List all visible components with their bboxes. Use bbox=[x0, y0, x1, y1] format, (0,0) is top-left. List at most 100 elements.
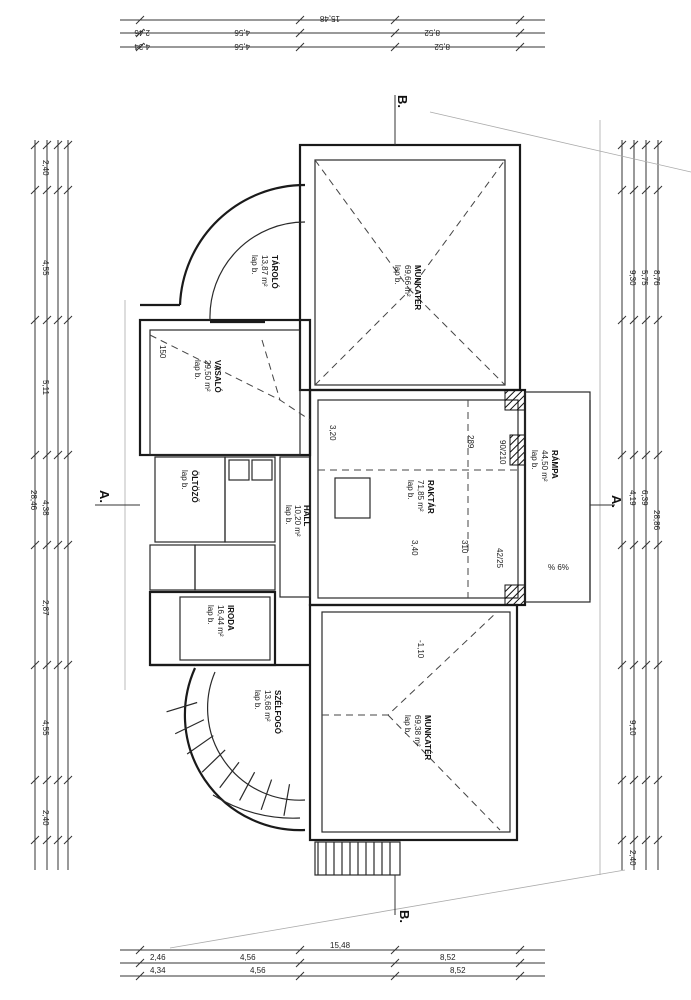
room-name: RÁMPA bbox=[550, 450, 559, 479]
dimension-label-left: 2,87 bbox=[41, 600, 50, 616]
room-area: 10,20 m² bbox=[293, 505, 302, 537]
dimension-label-top: 15,48 bbox=[319, 14, 340, 23]
section-marker-b-top: B. bbox=[395, 95, 410, 108]
dimension-tick bbox=[53, 540, 63, 550]
room-floor: lap b. bbox=[403, 715, 412, 735]
dimension-label-left: 4,55 bbox=[41, 720, 50, 736]
room-floor: lap b. bbox=[250, 255, 259, 275]
room-floor: lap b. bbox=[393, 265, 402, 285]
dimension-tick bbox=[629, 835, 639, 845]
dimension-tick bbox=[515, 945, 525, 955]
dimension-tick bbox=[42, 450, 52, 460]
room-name: MUNKATÉR bbox=[423, 715, 432, 760]
height-label: 289 bbox=[466, 435, 475, 449]
room-floor: lap b. bbox=[206, 605, 215, 625]
room-munkater-lower: MUNKATÉR 69,38 m² lap b. -1,10 bbox=[308, 603, 519, 842]
dimension-tick bbox=[295, 971, 305, 981]
curved-stair-step bbox=[219, 761, 240, 789]
dimension-tick bbox=[30, 660, 40, 670]
room-area: 13,87 m² bbox=[260, 255, 269, 287]
dimension-tick bbox=[629, 540, 639, 550]
dimension-tick bbox=[53, 140, 63, 150]
dimension-tick bbox=[390, 945, 400, 955]
room-tarolo: TÁROLÓ 13,87 m² lap b. bbox=[140, 183, 306, 324]
dimension-tick bbox=[30, 140, 40, 150]
dimension-label-left: 4,55 bbox=[41, 260, 50, 276]
room-floor: lap b. bbox=[180, 470, 189, 490]
room-name: TÁROLÓ bbox=[270, 255, 279, 289]
dimension-tick bbox=[629, 775, 639, 785]
dimension-tick bbox=[653, 660, 663, 670]
dimension-tick bbox=[515, 971, 525, 981]
dimension-tick bbox=[42, 775, 52, 785]
dimension-tick bbox=[42, 835, 52, 845]
room-name: HALL bbox=[302, 505, 311, 526]
section-marker-a-left: A. bbox=[97, 490, 112, 503]
room-area: 69,38 m² bbox=[413, 715, 422, 747]
dimension-label-top: 2,46 bbox=[134, 28, 150, 37]
dimension-tick bbox=[30, 450, 40, 460]
dimension-label-right: 5,75 bbox=[640, 270, 649, 286]
dimension-tick bbox=[629, 185, 639, 195]
dimension-tick bbox=[295, 958, 305, 968]
level-label: -1,10 bbox=[416, 640, 425, 659]
dimension-tick bbox=[390, 958, 400, 968]
dimension-tick bbox=[653, 315, 663, 325]
curved-stair-step bbox=[174, 719, 205, 735]
dimension-label-top: 8,52 bbox=[424, 28, 440, 37]
stairs bbox=[166, 701, 401, 876]
room-floor: lap b. bbox=[530, 450, 539, 470]
room-floor: lap b. bbox=[406, 480, 415, 500]
room-rampa: RÁMPA 44,50 m² lap b. % 6% bbox=[524, 391, 591, 603]
dimension-label-right: 2,40 bbox=[628, 850, 637, 866]
section-marker-a-right: A. bbox=[609, 495, 624, 508]
dimension-tick bbox=[641, 450, 651, 460]
dimension-label-left: 5,11 bbox=[41, 380, 50, 396]
dimension-tick bbox=[653, 450, 663, 460]
dimension-tick bbox=[53, 315, 63, 325]
dimension-tick bbox=[30, 185, 40, 195]
dimension-label-left: 28,46 bbox=[29, 490, 38, 511]
dimension-label-top: 4,34 bbox=[134, 42, 150, 51]
room-oltozo: ÖLTÖZŐ lap b. bbox=[154, 456, 226, 543]
dimension-tick bbox=[653, 185, 663, 195]
dimension-tick bbox=[135, 945, 145, 955]
dimension-tick bbox=[53, 185, 63, 195]
dimension-tick bbox=[653, 540, 663, 550]
dimension-tick bbox=[42, 185, 52, 195]
curved-stair-edge bbox=[212, 794, 301, 819]
dimension-tick bbox=[617, 660, 627, 670]
height-label: 310 bbox=[460, 540, 469, 554]
dimension-tick bbox=[641, 835, 651, 845]
room-area: 71,85 m² bbox=[416, 480, 425, 512]
site-boundary-top bbox=[429, 111, 691, 173]
room-wc-block bbox=[149, 456, 276, 591]
room-name: ÖLTÖZŐ bbox=[190, 470, 199, 503]
dimension-tick bbox=[641, 185, 651, 195]
dimension-tick bbox=[617, 450, 627, 460]
room-name: SZÉLFOGÓ bbox=[273, 690, 282, 734]
dimension-label-bottom: 4,34 bbox=[150, 966, 166, 975]
dimension-label-top: 8,52 bbox=[434, 42, 450, 51]
dimension-tick bbox=[63, 835, 73, 845]
dimension-tick bbox=[641, 315, 651, 325]
dimension-tick bbox=[30, 835, 40, 845]
dimension-tick bbox=[390, 15, 400, 25]
dimension-tick bbox=[653, 775, 663, 785]
dimension-tick bbox=[515, 15, 525, 25]
curved-stair-step bbox=[186, 735, 214, 755]
dimension-tick bbox=[515, 28, 525, 38]
dimension-tick bbox=[295, 15, 305, 25]
dimension-tick bbox=[42, 315, 52, 325]
dimension-lines bbox=[30, 15, 663, 981]
room-area: 69,66 m² bbox=[403, 265, 412, 297]
room-area: 16,44 m² bbox=[216, 605, 225, 637]
dimension-tick bbox=[617, 835, 627, 845]
dimension-tick bbox=[42, 660, 52, 670]
room-name: VASALÓ bbox=[213, 360, 222, 393]
curved-stair-step bbox=[201, 749, 226, 773]
room-floor: lap b. bbox=[193, 360, 202, 380]
dimension-label-bottom: 2,46 bbox=[150, 953, 166, 962]
room-area: 29,50 m² bbox=[203, 360, 212, 392]
